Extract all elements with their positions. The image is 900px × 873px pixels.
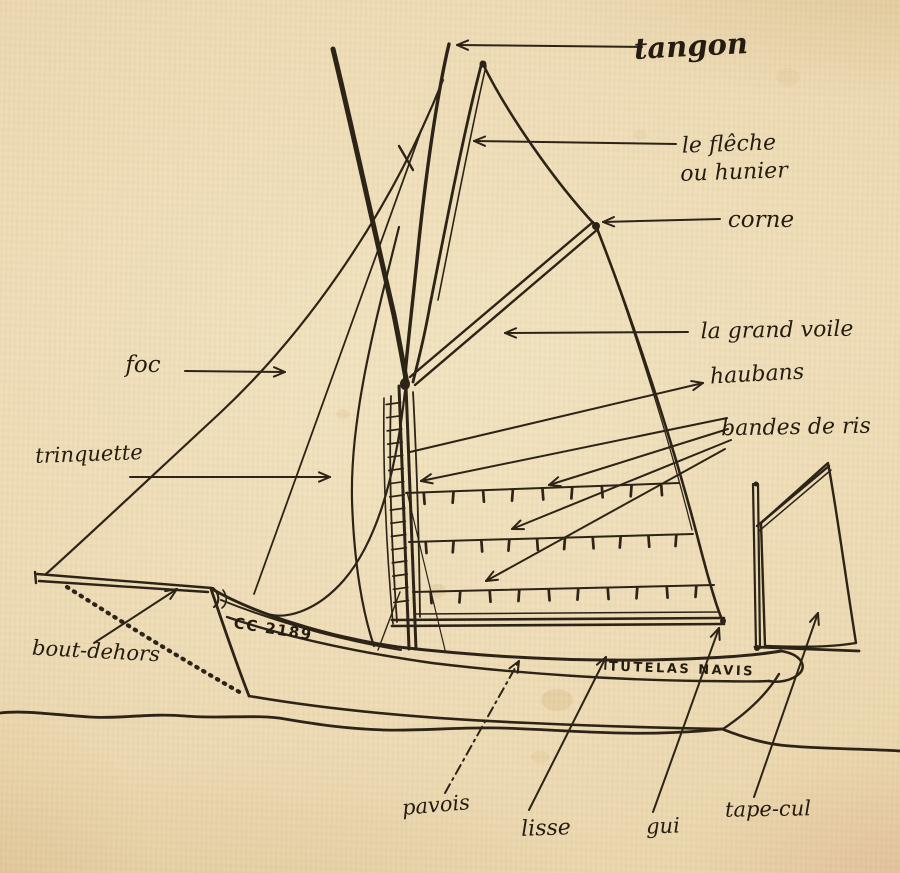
arrow-grand-voile [504, 327, 689, 339]
inner-deck-line [220, 599, 402, 651]
boom-end [720, 618, 726, 624]
stern-post [721, 672, 781, 731]
arrow-foc [184, 366, 286, 378]
headsails [44, 78, 445, 648]
label-fleche-line1: le flêche [681, 130, 776, 158]
gaff-corne [408, 220, 600, 387]
jib-hanging-curve [260, 389, 407, 617]
arrow-ris-2 [511, 439, 732, 531]
labels: tangon le flêche ou hunier corne la gran… [32, 26, 872, 842]
mizzen-boom [753, 645, 861, 653]
mainsail-grand-voile [405, 224, 723, 619]
mizzen-tape-cul [751, 461, 861, 653]
arrow-haubans-down [420, 417, 728, 485]
label-foc: foc [123, 352, 160, 378]
arrow-fleche [473, 135, 677, 147]
shroud-2 [383, 397, 394, 625]
bow-stem [209, 587, 251, 698]
fleche-luff [411, 60, 484, 384]
fleche-leech [480, 60, 598, 228]
arrow-bout-dehors [93, 588, 178, 644]
bowsprit [33, 570, 244, 696]
arrow-tape-cul [753, 612, 820, 798]
masthead [400, 378, 410, 390]
paper-stains [336, 68, 800, 763]
mainsail-leech-double [598, 231, 693, 531]
foot-stay-1 [377, 591, 401, 651]
label-trinquette: trinquette [35, 440, 143, 468]
hull-bottom [247, 694, 724, 731]
arrow-lisse [528, 656, 607, 811]
label-tape-cul: tape-cul [725, 796, 811, 821]
arrow-ris-3 [485, 448, 726, 582]
mast-right [404, 384, 418, 651]
topmast-spar [330, 46, 410, 387]
reef-points [422, 483, 698, 605]
arrow-pavois [444, 660, 520, 794]
water-line [0, 710, 900, 753]
reef-band-3 [412, 584, 715, 593]
label-gui: gui [646, 813, 681, 838]
label-tangon: tangon [633, 26, 749, 66]
arrow-tangon [456, 39, 643, 51]
stern-curl [767, 649, 804, 684]
hull [209, 586, 804, 731]
staysail-stay [253, 130, 422, 595]
label-grand-voile: la grand voile [700, 317, 853, 345]
tangon-fork [397, 144, 415, 172]
mainsail-luff [412, 391, 421, 618]
topsail-fleche [411, 60, 598, 384]
arrow-trinquette [129, 471, 331, 483]
staysail-hanging-curve [350, 225, 401, 648]
hull-boat-name: TUTELAS NAVIS [609, 659, 756, 679]
label-haubans: haubans [709, 360, 804, 390]
foot-stay-2 [406, 491, 446, 651]
label-corne: corne [728, 207, 794, 233]
arrow-gui [652, 627, 721, 813]
boom-gui [390, 616, 726, 628]
arrow-ris-1 [548, 428, 729, 488]
bow-fairlead-hook [211, 586, 220, 609]
bow-fairlead-hook2 [221, 589, 228, 609]
arrow-haubans-up [409, 379, 704, 453]
annotation-arrows [93, 39, 820, 813]
mizzen-sail-outline [759, 461, 858, 649]
label-lisse: lisse [521, 815, 572, 842]
mast-and-spars [330, 42, 451, 651]
label-bout-dehors: bout-dehors [32, 636, 161, 667]
label-pavois: pavois [401, 790, 471, 820]
hull-strake-line [225, 615, 771, 683]
shroud-1 [389, 395, 398, 623]
anchor-chain [64, 584, 244, 696]
reef-band-2 [408, 533, 694, 543]
mainsail-leech [594, 224, 723, 619]
label-bandes-de-ris: bandes de ris [721, 414, 871, 442]
arrow-corne [602, 216, 721, 228]
jib-luff-stay [44, 78, 445, 576]
fleche-luff-double [437, 65, 487, 301]
label-fleche-line2: ou hunier [680, 158, 790, 187]
mainsail-foot [413, 611, 720, 615]
mizzen-mast [751, 482, 758, 650]
tangon-spar [402, 42, 451, 388]
